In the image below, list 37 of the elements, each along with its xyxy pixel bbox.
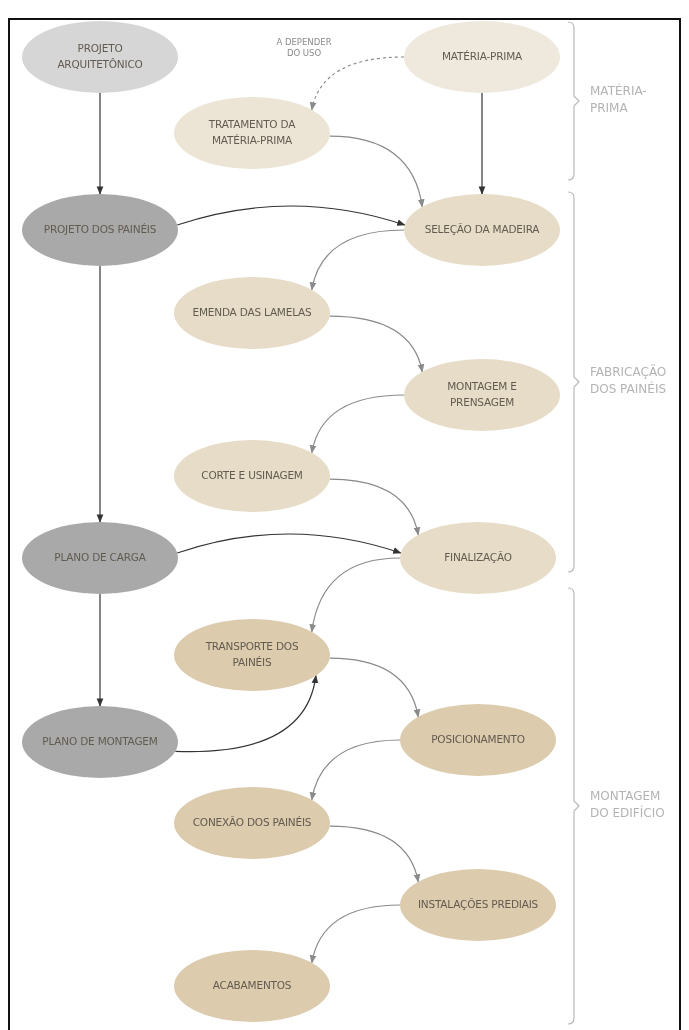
arrow <box>329 315 424 373</box>
arrow <box>310 56 405 111</box>
arrow <box>309 557 401 633</box>
arrow <box>96 593 104 707</box>
step-label: SELEÇÃO DA MADEIRA <box>424 222 540 238</box>
arrow <box>176 533 402 554</box>
step-label: TRANSPORTE DOS PAINÉIS <box>204 639 300 670</box>
arrow <box>478 92 486 195</box>
step-label: PROJETO ARQUITETÔNICO <box>56 41 144 72</box>
step-label: MATÉRIA-PRIMA <box>442 49 522 65</box>
step-label: FINALIZAÇÃO <box>444 550 512 566</box>
step-label: PLANO DE MONTAGEM <box>42 734 158 750</box>
phase-label: MONTAGEM DO EDIFÍCIO <box>590 788 666 823</box>
step-label: TRATAMENTO DA MATÉRIA-PRIMA <box>207 117 297 148</box>
step-label: EMENDA DAS LAMELAS <box>192 305 312 321</box>
arrow <box>329 135 425 208</box>
step-label: CORTE E USINAGEM <box>201 468 303 484</box>
arrow <box>174 674 318 753</box>
step-label: ACABAMENTOS <box>212 978 292 994</box>
arrow <box>329 825 420 883</box>
arrow <box>96 265 104 523</box>
step-label: POSICIONAMENTO <box>431 732 525 748</box>
phase-label: FABRICAÇÃO DOS PAINÉIS <box>590 364 668 399</box>
phase-label: MATÉRIA-PRIMA <box>590 83 648 118</box>
step-label: INSTALAÇÕES PREDIAIS <box>417 897 539 913</box>
arrow <box>310 739 401 801</box>
arrow <box>310 904 401 964</box>
step-label: MONTAGEM E PRENSAGEM <box>446 379 518 410</box>
arrow <box>96 92 104 195</box>
arrow <box>176 205 406 226</box>
step-label: CONEXÃO DOS PAINÉIS <box>192 815 312 831</box>
arrow <box>329 478 420 536</box>
arrow <box>310 229 405 291</box>
arrow <box>329 657 420 718</box>
step-label: PROJETO DOS PAINÉIS <box>43 222 157 238</box>
step-label: PLANO DE CARGA <box>54 550 146 566</box>
arrow <box>310 394 405 454</box>
